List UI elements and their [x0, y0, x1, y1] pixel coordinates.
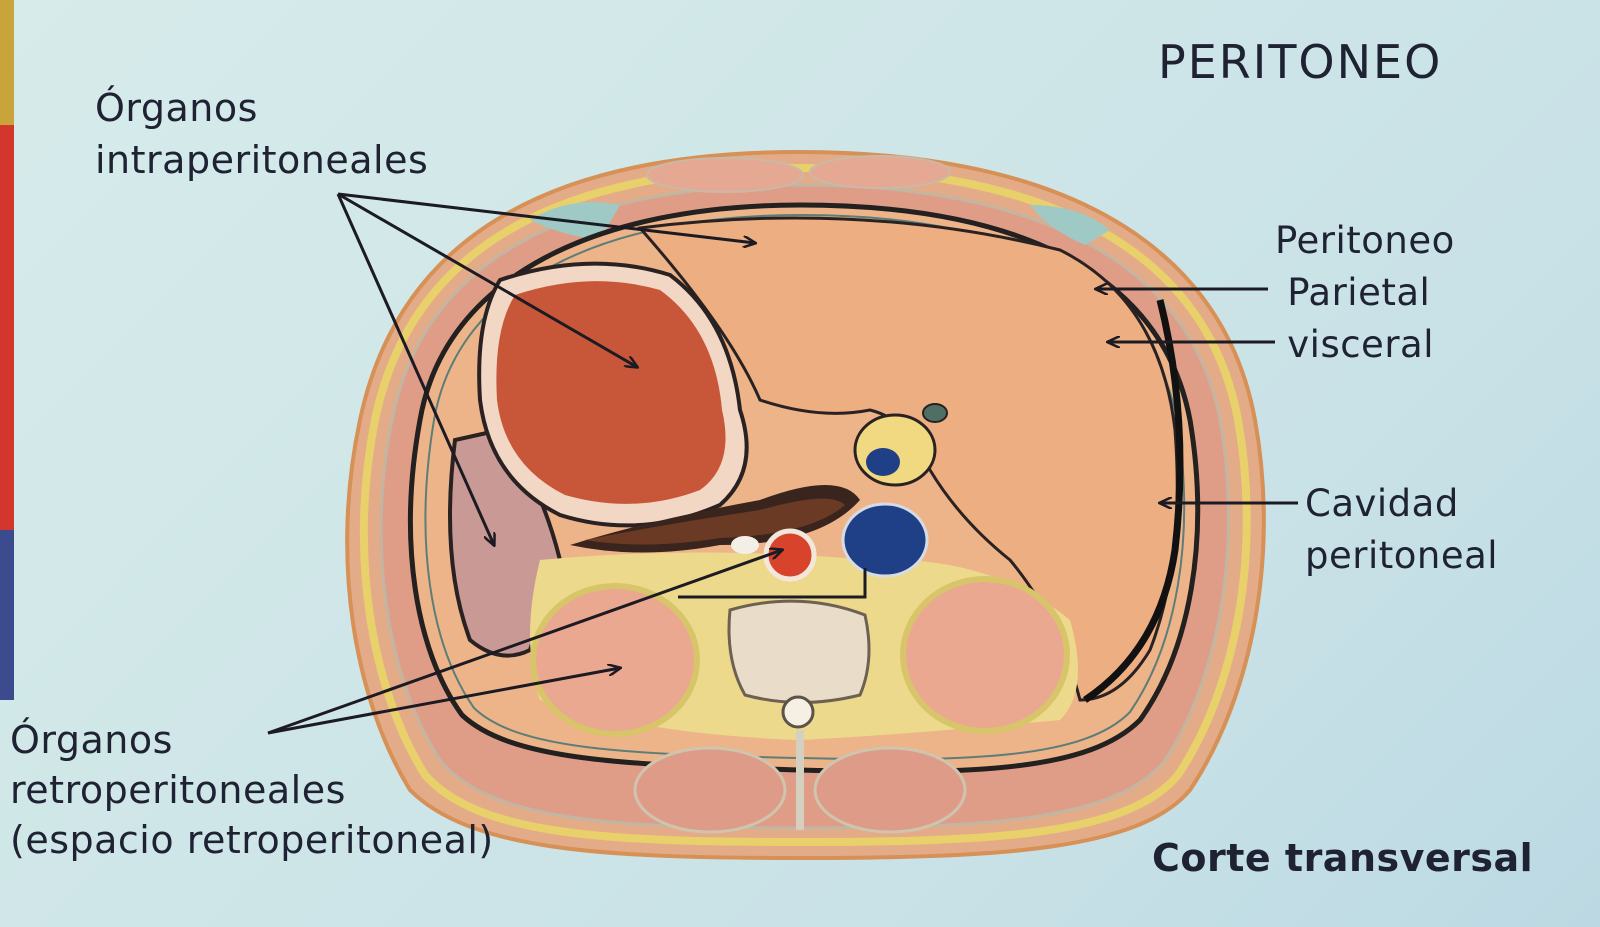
label-line: (espacio retroperitoneal) [10, 818, 494, 862]
label-line: Cavidad [1305, 482, 1459, 525]
label-peritoneum-layers: Peritoneo Parietal visceral [1275, 215, 1455, 371]
label-line: Peritoneo [1275, 219, 1455, 262]
edge-strip-red [0, 125, 14, 530]
label-line: intraperitoneales [95, 138, 429, 182]
label-line: Órganos [10, 718, 173, 762]
stomach [477, 261, 749, 528]
label-line: Órganos [95, 86, 258, 130]
slide-subtitle: Corte transversal [1152, 836, 1534, 880]
label-line: retroperitoneales [10, 768, 346, 812]
label-retroperitoneal-organs: Órganos retroperitoneales (espacio retro… [10, 715, 494, 865]
label-intraperitoneal-organs: Órganos intraperitoneales [95, 82, 428, 186]
vena-cava [841, 502, 929, 578]
aorta [763, 528, 817, 582]
edge-strip-blue [0, 530, 14, 700]
label-line: peritoneal [1305, 534, 1499, 577]
pointer-arrows [267, 192, 1298, 735]
right-kidney [900, 576, 1070, 734]
liver [637, 216, 1179, 702]
slide-title: PERITONEO [1158, 35, 1443, 89]
label-parietal: Parietal [1287, 271, 1431, 314]
edge-strip-gold [0, 0, 14, 125]
vertebra [727, 599, 871, 830]
label-peritoneal-cavity: Cavidad peritoneal [1305, 478, 1498, 582]
label-visceral: visceral [1287, 323, 1434, 366]
